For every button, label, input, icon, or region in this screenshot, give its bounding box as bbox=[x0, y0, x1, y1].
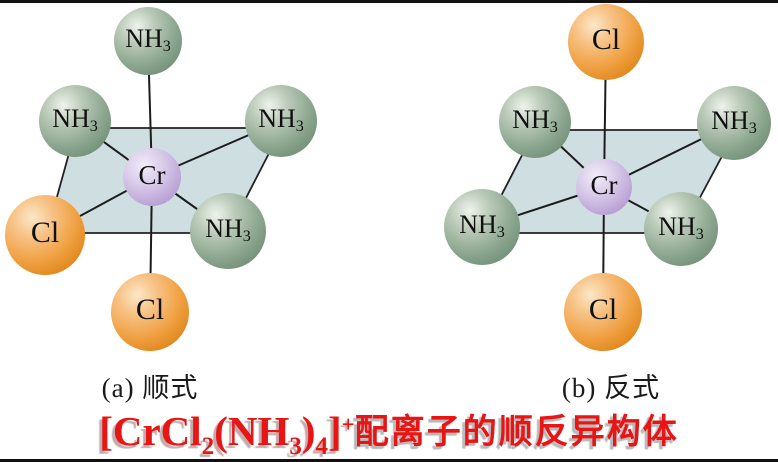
atom-b-nh3-front-left: NH3 bbox=[444, 189, 520, 265]
atom-b-nh3-front-right: NH3 bbox=[644, 192, 718, 266]
atom-b-cl-bottom: Cl bbox=[564, 273, 642, 351]
atom-b-nh3-back-right: NH3 bbox=[697, 86, 771, 160]
title-formula-segment: ) bbox=[301, 408, 316, 454]
caption-diagram-a: (a) 顺式 bbox=[101, 373, 199, 403]
atom-label: Cr bbox=[590, 170, 618, 201]
atom-label: Cl bbox=[591, 23, 621, 57]
title-subscript: 2 bbox=[201, 433, 215, 460]
title-formula-segment: ] bbox=[328, 408, 342, 454]
title-formula-segment: [CrCl bbox=[99, 408, 202, 454]
atom-label: Cl bbox=[30, 216, 60, 250]
caption-diagram-b: (b) 反式 bbox=[561, 373, 661, 403]
atom-label: NH3 bbox=[205, 214, 251, 246]
atom-a-nh3-back-left: NH3 bbox=[39, 85, 111, 157]
atom-label: NH3 bbox=[512, 105, 558, 137]
atom-a-nh3-top: NH3 bbox=[114, 7, 182, 75]
atom-a-nh3-back-right: NH3 bbox=[245, 85, 317, 157]
title-formula-segment: (NH bbox=[214, 408, 290, 454]
atom-label: NH3 bbox=[125, 24, 171, 56]
atom-label: NH3 bbox=[711, 106, 757, 138]
top-border-line bbox=[0, 0, 778, 3]
title-subscript: 3 bbox=[289, 433, 302, 460]
atom-a-nh3-front-right: NH3 bbox=[190, 193, 266, 269]
atom-label: NH3 bbox=[459, 210, 505, 242]
atom-b-cr-center: Cr bbox=[576, 159, 632, 215]
atom-a-cl-bottom: Cl bbox=[111, 273, 189, 351]
title-subscript: 4 bbox=[315, 433, 329, 460]
atom-label: NH3 bbox=[52, 104, 98, 136]
atom-a-cr-center: Cr bbox=[123, 148, 181, 206]
atom-label: NH3 bbox=[258, 104, 304, 136]
figure-title: [CrCl2(NH3)4]+配离子的顺反异构体 bbox=[0, 404, 778, 461]
title-superscript-charge: + bbox=[341, 412, 355, 437]
atom-label: NH3 bbox=[658, 212, 704, 244]
atom-b-cl-top: Cl bbox=[568, 4, 644, 80]
atom-label: Cl bbox=[135, 293, 165, 327]
atom-a-cl-front-left: Cl bbox=[5, 195, 85, 275]
atom-label: Cr bbox=[138, 160, 166, 191]
title-chinese-text: 配离子的顺反异构体 bbox=[354, 413, 679, 451]
bottom-border-line bbox=[0, 459, 778, 462]
atom-b-nh3-back-left: NH3 bbox=[499, 86, 571, 158]
atom-label: Cl bbox=[588, 293, 618, 327]
